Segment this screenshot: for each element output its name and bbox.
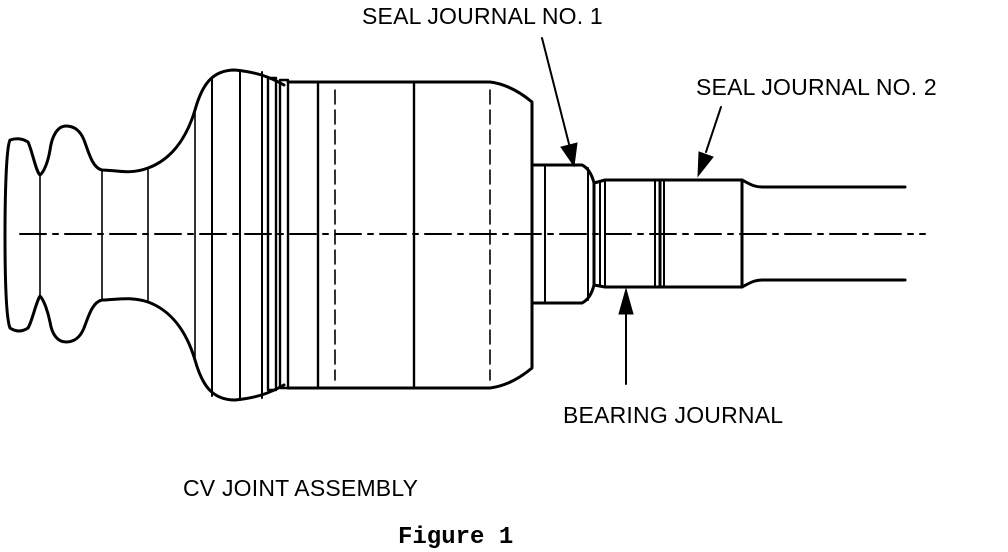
arrowhead-seal-journal-2 xyxy=(697,151,714,178)
axle-shaft-outline xyxy=(740,178,907,189)
cv-boot-outline xyxy=(3,68,286,402)
figure-caption: Figure 1 xyxy=(398,524,514,551)
arrowhead-seal-journal-1 xyxy=(560,142,578,168)
axle-shaft-outline xyxy=(740,278,907,289)
arrowhead-bearing-journal xyxy=(618,287,634,315)
label-seal-journal-2: SEAL JOURNAL NO. 2 xyxy=(696,74,937,100)
label-cv-joint-assembly: CV JOINT ASSEMBLY xyxy=(183,475,419,501)
leader-line-seal-journal-2 xyxy=(705,106,722,153)
label-bearing-journal: BEARING JOURNAL xyxy=(563,402,784,428)
label-seal-journal-1: SEAL JOURNAL NO. 1 xyxy=(362,3,603,29)
leader-line-seal-journal-1 xyxy=(541,37,570,145)
